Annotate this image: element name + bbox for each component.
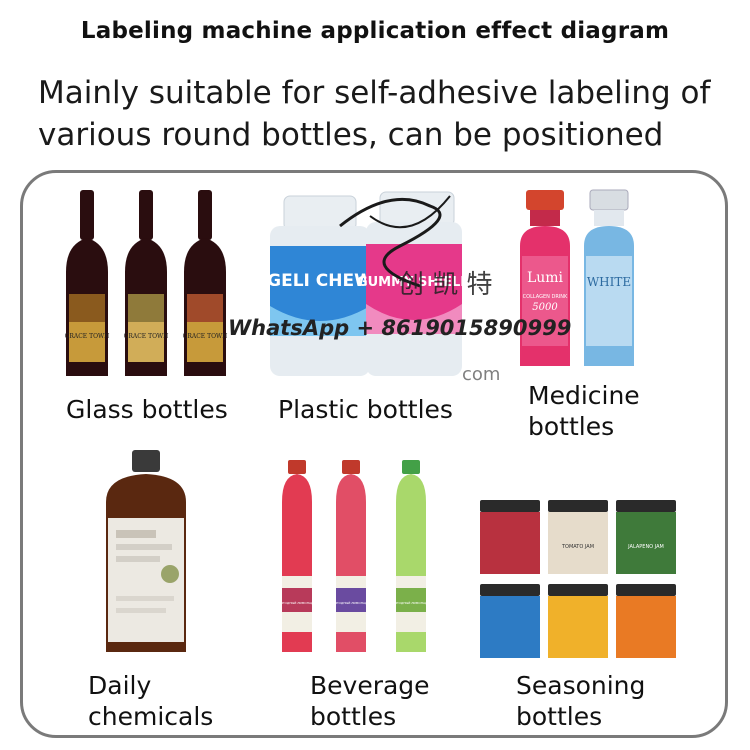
grace-town-label: GRACE TOWN xyxy=(65,333,110,340)
label-plastic-bottles: Plastic bottles xyxy=(278,395,453,424)
daily-chemicals-image xyxy=(92,446,200,660)
jalapeno-jam-text: JALAPENO JAM xyxy=(627,544,664,550)
collagen-text: COLLAGEN DRINK xyxy=(523,294,568,300)
glass-bottles-image: GRACE TOWN GRACE TOWN GRACE TOWN xyxy=(58,186,244,380)
watermark-scribble xyxy=(339,195,451,288)
grace-town-label: GRACE TOWN xyxy=(124,333,169,340)
beverage-bottles-image: ЯГОДНЫЙ ЛИМОНАД ЯГОДНЫЙ ЛИМОНАД ЯГОДНЫЙ … xyxy=(272,456,448,658)
watermark-chars: 创 凯 特 xyxy=(398,270,493,300)
label-beverage-bottles: Beverage bottles xyxy=(310,671,430,731)
gallery-frame xyxy=(20,170,728,738)
lemonade-label: ЯГОДНЫЙ ЛИМОНАД xyxy=(395,600,428,605)
lemonade-label: ЯГОДНЫЙ ЛИМОНАД xyxy=(281,600,314,605)
lemonade-label: ЯГОДНЫЙ ЛИМОНАД xyxy=(335,600,368,605)
white-text: WHITE xyxy=(587,275,631,289)
medicine-bottles-image: Lumi COLLAGEN DRINK 5000 WHITE xyxy=(514,186,644,372)
page-title: Labeling machine application effect diag… xyxy=(80,18,670,44)
dose-text: 5000 xyxy=(532,302,558,313)
tomato-jam-text: TOMATO JAM xyxy=(561,544,594,550)
grace-town-label: GRACE TOWN xyxy=(183,333,228,340)
watermark-whatsapp: WhatsApp + 8619015890999 xyxy=(228,316,572,340)
label-glass-bottles: Glass bottles xyxy=(66,395,228,424)
seasoning-jars-image: TOMATO JAM JALAPENO JAM xyxy=(476,496,680,666)
lumi-text: Lumi xyxy=(527,270,564,286)
geli-chew-text: GELI CHEW xyxy=(267,271,373,291)
label-daily-chemicals: Daily chemicals xyxy=(88,671,214,731)
label-seasoning-bottles: Seasoning bottles xyxy=(516,671,646,731)
plastic-bottles-image: GELI CHEW GUMMY SHIELD xyxy=(262,186,462,382)
page-subtitle: Mainly suitable for self-adhesive labeli… xyxy=(38,75,711,153)
watermark-com: com xyxy=(462,364,501,385)
label-medicine-bottles: Medicine bottles xyxy=(528,381,640,441)
